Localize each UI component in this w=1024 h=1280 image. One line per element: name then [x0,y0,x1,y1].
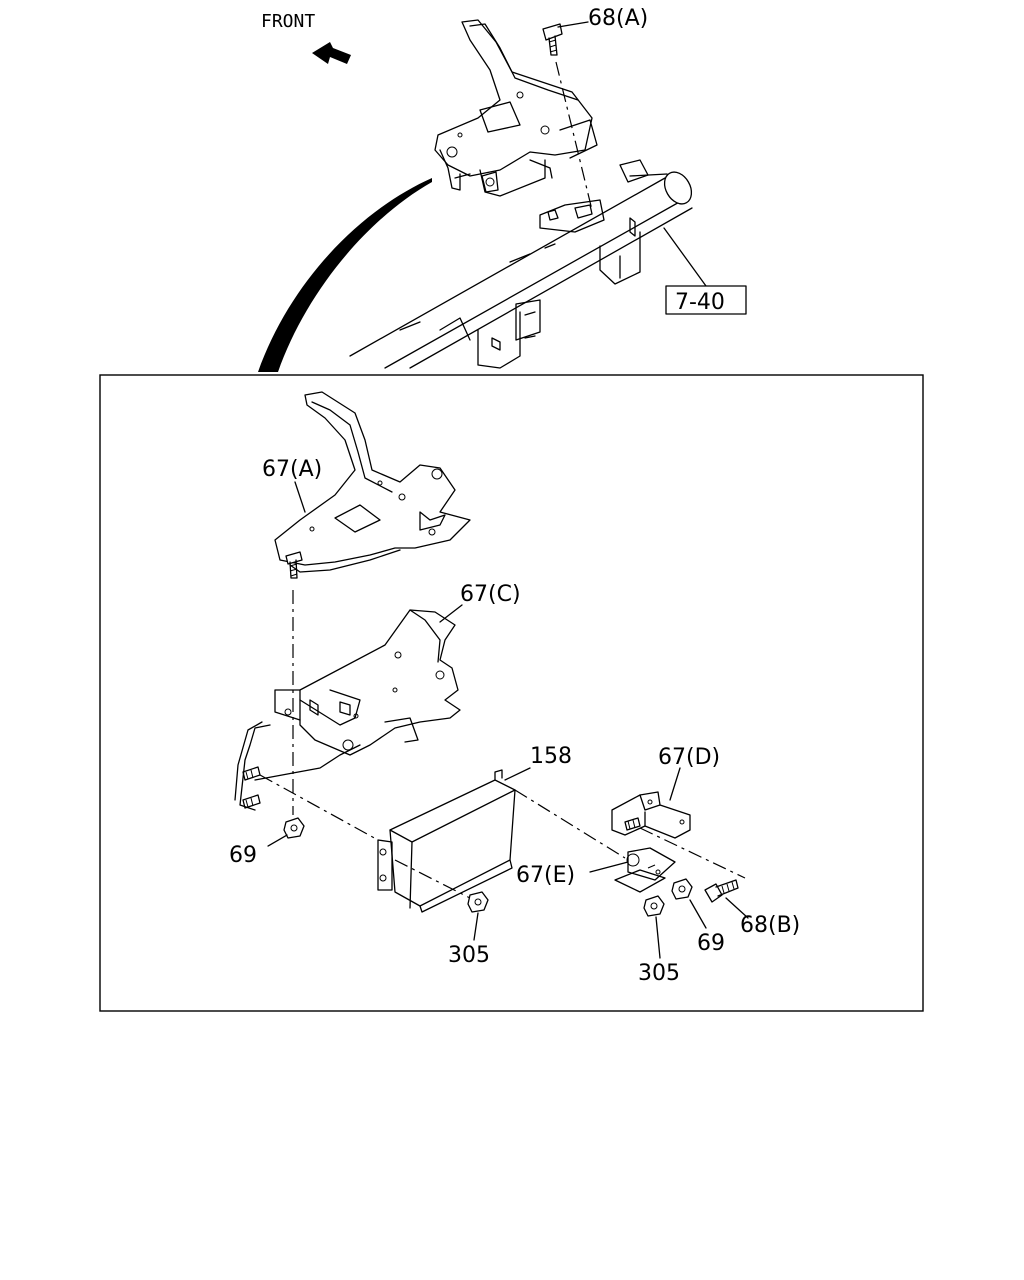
label-305-right: 305 [638,961,680,986]
bracket-67C [234,609,461,811]
label-67C: 67(C) [460,582,521,607]
reference-box: 7-40 [663,227,747,315]
frame-cross-member [349,159,693,369]
label-305-left: 305 [448,943,490,968]
nut-69-left [283,817,305,839]
zoom-arrow-icon [258,178,432,372]
bracket-67D [611,791,691,839]
label-67E: 67(E) [516,863,575,888]
detail-frame [99,374,924,1012]
front-label: FRONT [261,11,315,32]
front-indicator: FRONT [261,11,351,64]
label-68A: 68(A) [588,6,648,31]
bolt-68A-upper [542,23,563,56]
bolt-68B [704,879,739,903]
label-158: 158 [530,744,572,769]
ref-box-label: 7-40 [675,290,725,315]
label-67D: 67(D) [658,745,720,770]
label-69-left: 69 [229,843,257,868]
nut-69-right [671,878,693,900]
label-68B: 68(B) [740,913,800,938]
control-module-158 [377,769,516,913]
front-arrow-icon [312,42,351,64]
plate-67E [614,847,676,893]
bracket-67A [274,391,471,579]
nut-305-right [643,895,665,917]
label-67A: 67(A) [262,457,322,482]
nut-305-left [467,891,489,913]
label-69-right: 69 [697,931,725,956]
upper-bracket-assembly [434,19,598,197]
